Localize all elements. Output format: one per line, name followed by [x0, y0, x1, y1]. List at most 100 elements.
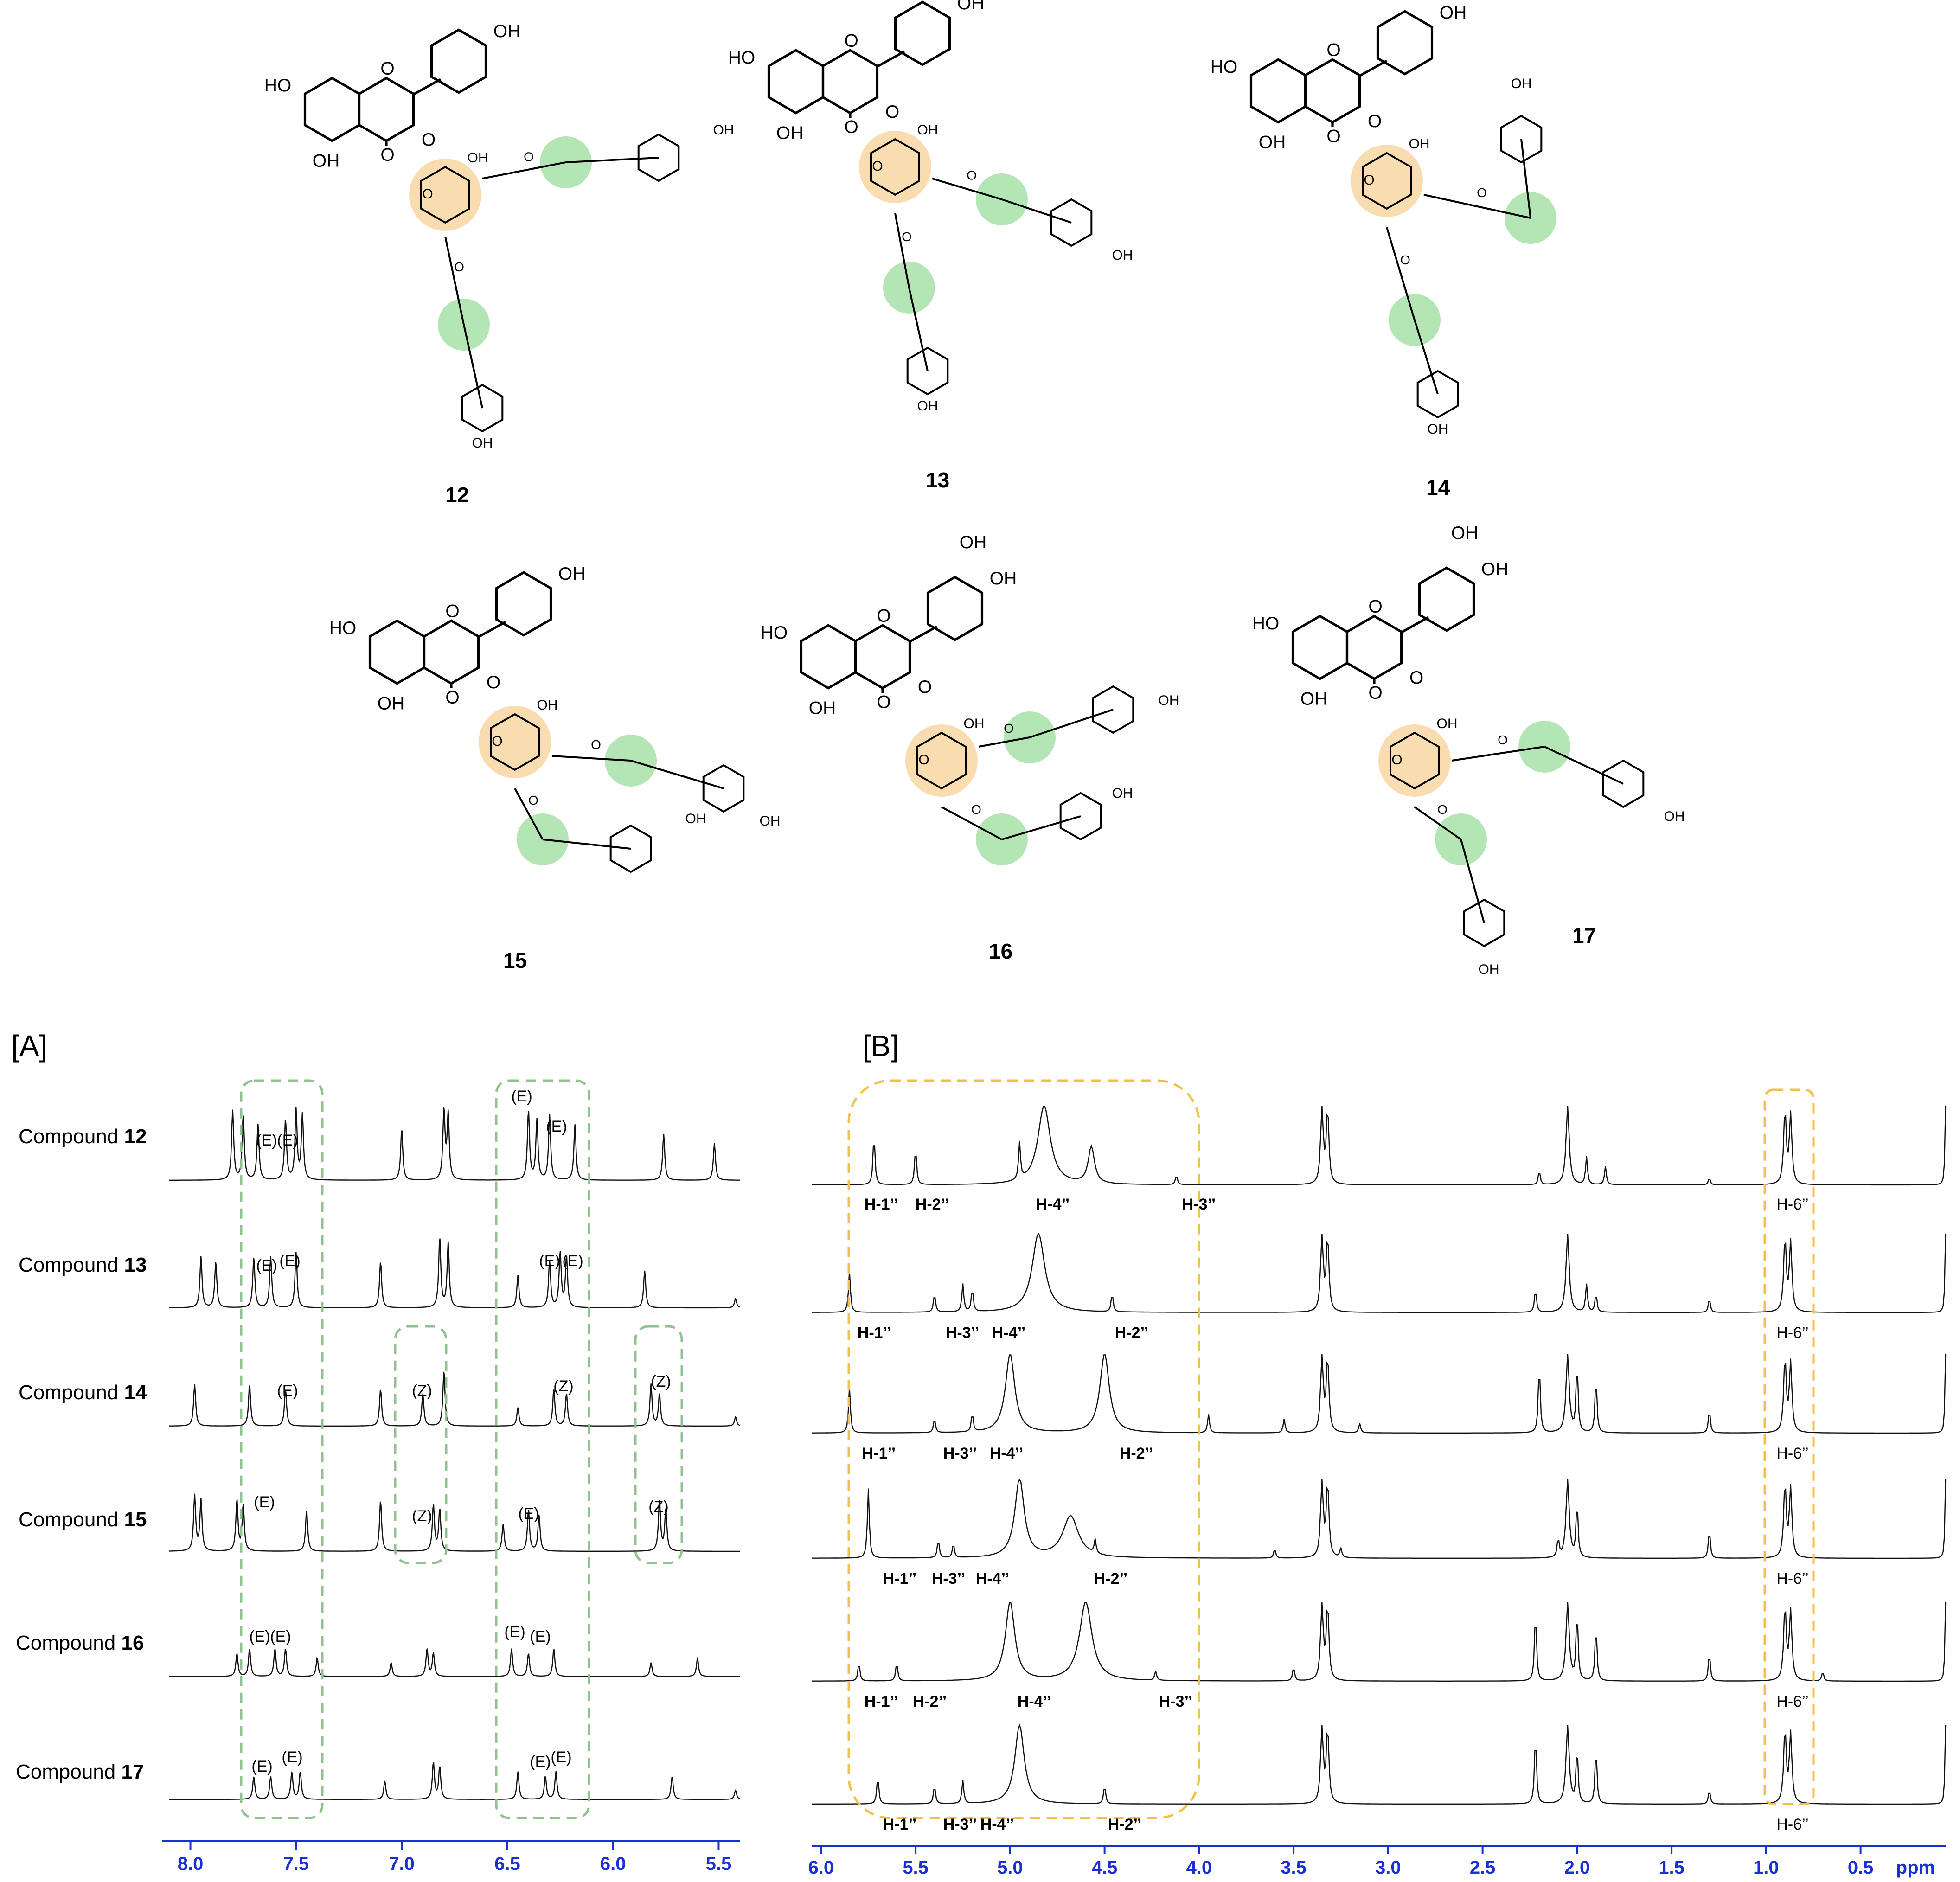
a-ring	[1291, 615, 1349, 680]
highlight-box-b-sugar	[847, 1079, 1200, 1819]
sugar-oxygen-label: O	[422, 186, 433, 202]
proton-label-b-12: H-4’’	[990, 1445, 1023, 1462]
proton-label-b-8: H-2’’	[1115, 1324, 1148, 1342]
peak-label-a-11: (Z)	[651, 1373, 671, 1390]
peak-label-a-19: (E)	[530, 1628, 551, 1645]
c-ring	[358, 77, 415, 142]
axis-b-tick-label: 5.5	[903, 1857, 929, 1878]
ester-oxygen-label: O	[1477, 186, 1487, 200]
peak-label-a-21: (E)	[282, 1748, 302, 1766]
carbonyl-oxygen-label: O	[1368, 683, 1382, 703]
rhamnose-highlight	[859, 131, 931, 203]
axis-b-tick-label: 3.0	[1375, 1857, 1401, 1878]
spectrum-b-compound-14	[812, 1354, 1947, 1434]
axis-a-tick-label: 6.5	[494, 1854, 520, 1874]
ring-oxygen-label: O	[1326, 40, 1340, 60]
coumaroyl-link	[1414, 320, 1439, 395]
sugar-oxygen-label: O	[1391, 752, 1402, 768]
spectrum-b-compound-17	[812, 1723, 1947, 1805]
coumaroyl-link	[1001, 198, 1072, 224]
ester-bond	[482, 161, 566, 179]
row-label-compound-16: Compound 16	[16, 1632, 144, 1654]
proton-label-b-6: H-3’’	[946, 1324, 979, 1342]
b-ring	[926, 576, 984, 641]
spectrum-b-compound-13	[812, 1232, 1947, 1313]
axis-b-tick-label: 3.5	[1281, 1857, 1307, 1878]
peak-label-a-23: (E)	[551, 1748, 571, 1766]
rhamnose-highlight	[1378, 724, 1451, 797]
axis-b-tick-label: 5.0	[997, 1857, 1023, 1878]
axis-a-tick-label: 7.0	[389, 1854, 415, 1874]
b-ring-bond	[909, 625, 938, 643]
c-ring	[1304, 58, 1361, 124]
spectrum-a-compound-13	[169, 1238, 740, 1309]
peak-label-a-15: (Z)	[648, 1498, 668, 1516]
sugar-hydroxyl-label: OH	[1437, 716, 1458, 731]
hydroxyl-4p-label: OH	[1440, 3, 1467, 23]
row-label-compound-13: Compound 13	[19, 1254, 147, 1276]
highlight-box-a-1	[495, 1079, 590, 1819]
hydroxyl-4p-label: OH	[558, 564, 586, 584]
spectrum-a-compound-17	[169, 1761, 740, 1800]
hydroxyl-5-label: OH	[809, 698, 836, 718]
proton-label-b-26: H-3’’	[943, 1816, 977, 1833]
rhamnose-highlight	[1351, 145, 1423, 217]
sugar-hydroxyl-label: OH	[917, 122, 938, 138]
hydroxyl-3p-label: OH	[1451, 523, 1479, 543]
peak-label-a-6: (E)	[539, 1252, 560, 1270]
axis-a-tick-label: 6.0	[600, 1854, 626, 1874]
proton-label-b-3: H-3’’	[1182, 1196, 1216, 1213]
peak-label-a-7: (E)	[562, 1252, 583, 1270]
coumaroyl-ring	[702, 764, 745, 813]
row-label-compound-17: Compound 17	[16, 1760, 144, 1783]
rhamnose-ring	[1362, 152, 1412, 210]
a-ring	[368, 619, 426, 685]
ester-oxygen-label: O	[967, 168, 977, 183]
row-label-compound-15: Compound 15	[19, 1508, 147, 1531]
highlight-box-b-methyl	[1763, 1088, 1815, 1805]
proton-label-b-0: H-1’’	[865, 1196, 898, 1213]
coumaroyl-hydroxyl-label: OH	[1664, 809, 1685, 824]
ester-oxygen-label: O	[1437, 802, 1448, 817]
proton-label-b-16: H-3’’	[932, 1570, 965, 1588]
carbonyl-oxygen-label: O	[877, 692, 890, 712]
coumaroyl-hydroxyl-label: OH	[685, 811, 706, 826]
spectrum-b-compound-12	[811, 1106, 1947, 1186]
proton-label-b-17: H-4’’	[976, 1570, 1009, 1588]
hydroxyl-4p-label: OH	[957, 0, 985, 13]
hydroxyl-7-label: HO	[761, 623, 788, 643]
peak-label-a-4: (E)	[256, 1257, 277, 1274]
sugar-oxygen-label: O	[872, 159, 883, 174]
proton-label-b-1: H-2’’	[916, 1196, 949, 1213]
proton-label-b-5: H-1’’	[858, 1324, 891, 1342]
glycosidic-oxygen-label: O	[1409, 668, 1423, 688]
ester-oxygen-label: O	[524, 150, 534, 164]
peak-label-a-3: (E)	[546, 1118, 567, 1135]
hydroxyl-7-label: HO	[1252, 614, 1280, 634]
coumaroyl-link	[1544, 746, 1624, 785]
coumaroyl-hydroxyl-label: OH	[1428, 422, 1448, 437]
proton-label-b-28: H-2’’	[1108, 1816, 1141, 1833]
proton-label-b-4: H-6’’	[1776, 1196, 1808, 1213]
proton-label-b-18: H-2’’	[1094, 1570, 1127, 1588]
sugar-hydroxyl-label: OH	[468, 150, 488, 166]
rhamnose-ring	[420, 166, 470, 224]
proton-label-b-9: H-6’’	[1776, 1324, 1808, 1342]
coumaroyl-link	[1029, 709, 1114, 738]
carbonyl-oxygen-label: O	[1326, 127, 1340, 147]
compound-label-14: 14	[1426, 475, 1450, 499]
rhamnose-highlight	[479, 706, 551, 778]
carbonyl-oxygen-label: O	[380, 145, 394, 165]
hydroxyl-5-label: OH	[378, 694, 405, 714]
compound-label-13: 13	[926, 468, 950, 492]
hydroxyl-7-label: HO	[1211, 57, 1238, 77]
coumaroyl-link	[1520, 139, 1531, 218]
peak-label-a-5: (E)	[279, 1252, 300, 1270]
proton-label-b-22: H-4’’	[1018, 1693, 1051, 1710]
